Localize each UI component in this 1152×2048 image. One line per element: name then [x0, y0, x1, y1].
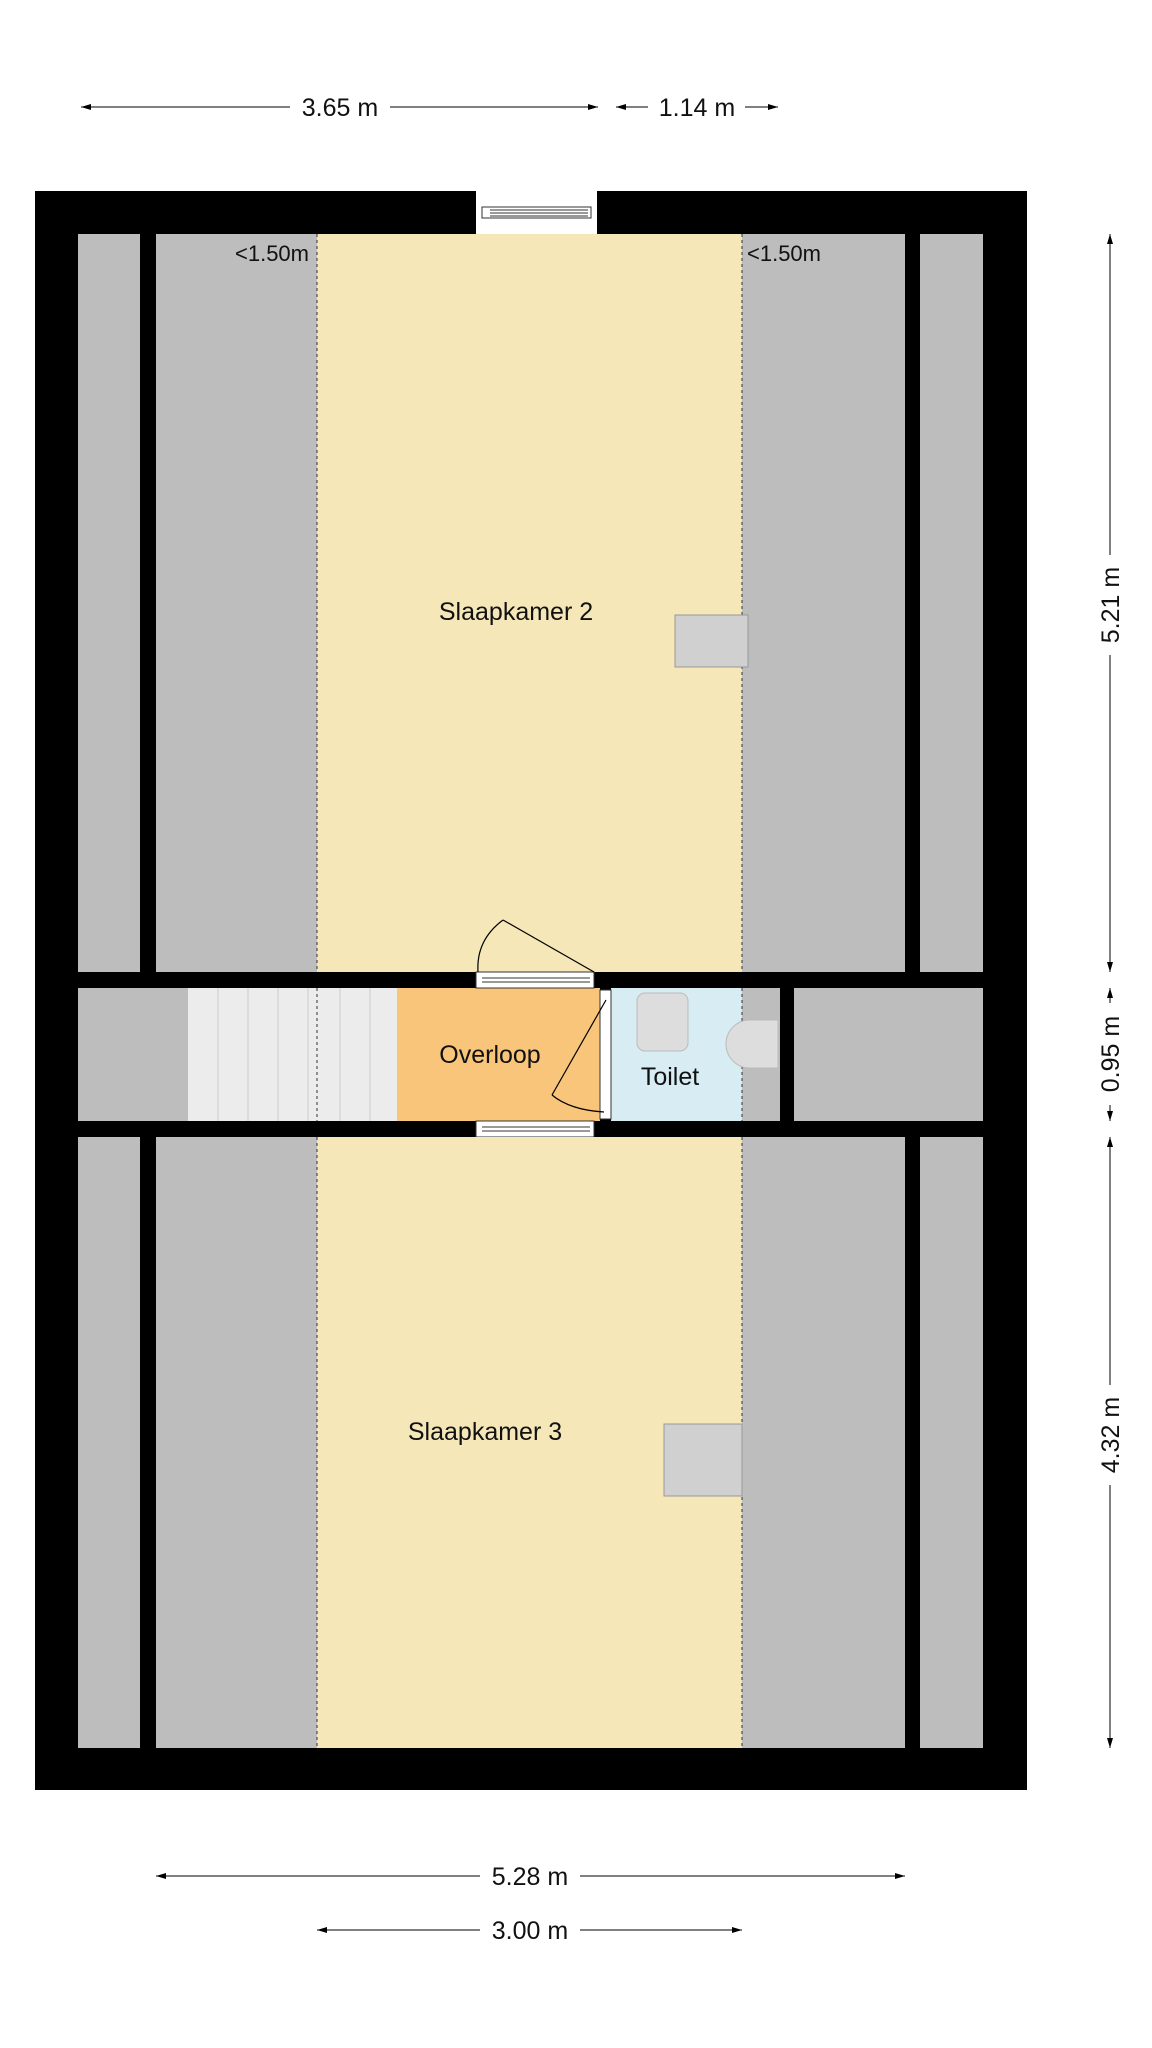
- svg-text:3.00 m: 3.00 m: [492, 1917, 568, 1945]
- room-label-bedroom-3: Slaapkamer 3: [408, 1418, 562, 1446]
- bottom-section: [78, 1137, 983, 1748]
- stairs: [188, 988, 397, 1121]
- svg-text:3.65 m: 3.65 m: [302, 94, 378, 122]
- dimension-right-top: 5.21 m: [1097, 234, 1125, 972]
- height-note-right: <1.50m: [747, 241, 821, 266]
- skylight: [674, 614, 749, 668]
- dimension-bottom-inner: 3.00 m: [317, 1917, 742, 1945]
- svg-text:5.21 m: 5.21 m: [1097, 567, 1125, 643]
- toilet-bowl: [725, 1019, 779, 1069]
- room-label-landing: Overloop: [439, 1041, 540, 1069]
- door-bedroom-2[interactable]: [475, 919, 595, 989]
- svg-text:1.14 m: 1.14 m: [659, 94, 735, 122]
- dimension-right-middle: 0.95 m: [1097, 988, 1125, 1121]
- height-note-left: <1.50m: [235, 241, 309, 266]
- dimension-top-right: 1.14 m: [616, 94, 778, 122]
- window: [476, 191, 597, 234]
- svg-text:4.32 m: 4.32 m: [1097, 1397, 1125, 1473]
- bedroom-2-floor: [317, 234, 742, 972]
- room-label-bedroom-2: Slaapkamer 2: [439, 598, 593, 626]
- svg-text:5.28 m: 5.28 m: [492, 1863, 568, 1891]
- sink: [636, 992, 689, 1052]
- top-section: [78, 234, 983, 972]
- dimension-right-bottom: 4.32 m: [1097, 1137, 1125, 1748]
- svg-text:0.95 m: 0.95 m: [1097, 1016, 1125, 1092]
- skylight: [663, 1423, 743, 1497]
- dimension-bottom-outer: 5.28 m: [156, 1863, 905, 1891]
- dimension-top-left: 3.65 m: [81, 94, 598, 122]
- landing-floor: [397, 988, 600, 1121]
- room-label-toilet: Toilet: [641, 1063, 699, 1091]
- middle-section: [78, 988, 983, 1121]
